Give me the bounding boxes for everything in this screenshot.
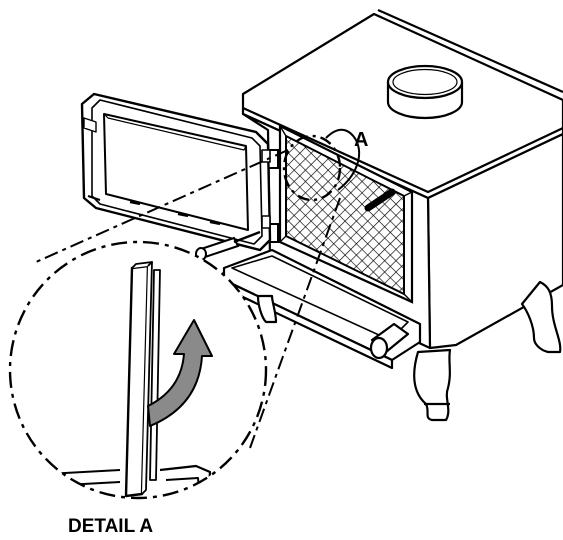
callout-circle xyxy=(282,134,342,202)
callout-leader xyxy=(325,128,361,191)
detail-label: DETAIL A xyxy=(68,516,153,537)
fire-screen xyxy=(278,124,414,304)
callout-label: A xyxy=(354,129,368,151)
flue-collar xyxy=(386,64,464,120)
detail-a xyxy=(8,240,268,500)
stove-legs xyxy=(256,280,562,422)
stove-door xyxy=(80,92,272,252)
curved-arrow-icon xyxy=(147,319,213,427)
detail-leaders xyxy=(35,149,341,449)
